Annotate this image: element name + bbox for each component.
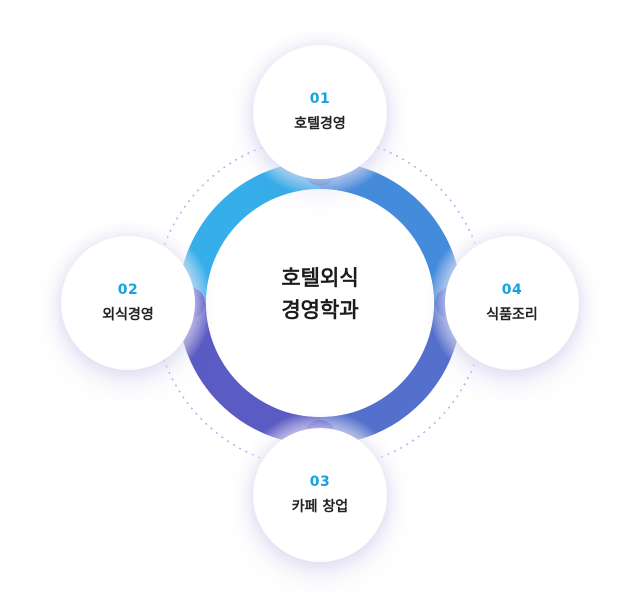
item-cafe-startup[interactable]: 03 카페 창업 <box>253 428 387 562</box>
center-title-line2: 경영학과 <box>281 298 359 322</box>
item-label: 호텔경영 <box>294 116 346 132</box>
item-label: 카페 창업 <box>291 499 349 515</box>
center-title-line1: 호텔외식 <box>281 266 359 290</box>
item-culinary-arts[interactable]: 04 식품조리 <box>445 236 579 370</box>
center-title: 호텔외식 경영학과 <box>220 262 420 326</box>
item-label: 외식경영 <box>102 307 154 323</box>
item-label: 식품조리 <box>486 307 538 323</box>
center-circle <box>206 189 434 417</box>
item-foodservice-management[interactable]: 02 외식경영 <box>61 236 195 370</box>
item-number: 04 <box>501 282 523 298</box>
item-hotel-management[interactable]: 01 호텔경영 <box>253 45 387 179</box>
item-number: 01 <box>309 91 331 107</box>
item-number: 02 <box>117 282 139 298</box>
item-number: 03 <box>309 474 331 490</box>
